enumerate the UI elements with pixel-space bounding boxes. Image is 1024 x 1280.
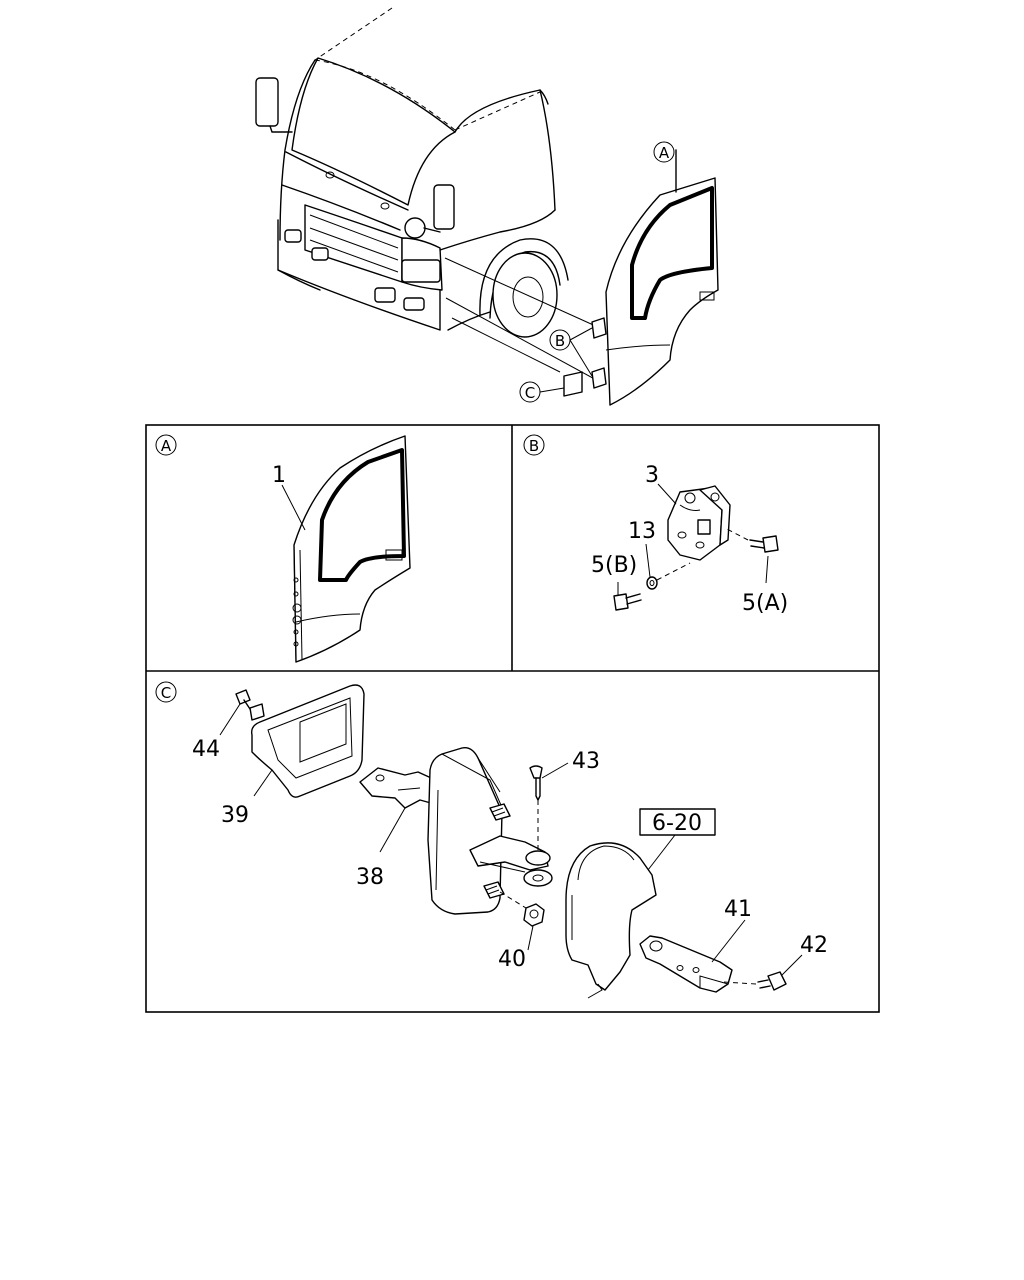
part-label-41: 41 [724, 897, 752, 922]
panel-c-label: C [161, 684, 171, 702]
overview-callout-a: A [653, 141, 675, 163]
panel-a-door: A 1 [155, 434, 411, 663]
callout-label: B [555, 332, 565, 350]
door-overview [563, 149, 719, 406]
part-label-40: 40 [498, 947, 526, 972]
part-label-43: 43 [572, 749, 600, 774]
part-label-3: 3 [645, 463, 659, 488]
part-label-38: 38 [356, 865, 384, 890]
ref-label-6-20: 6-20 [652, 811, 702, 836]
part-label-5a: 5(A) [742, 591, 788, 616]
panel-b-hinge: B 3 13 5(B) 5(A) [523, 434, 788, 616]
truck-cab-overview [255, 7, 601, 383]
part-label-42: 42 [800, 933, 828, 958]
detail-frame [145, 424, 880, 1013]
part-label-1: 1 [272, 463, 286, 488]
part-label-39: 39 [221, 803, 249, 828]
part-label-5b: 5(B) [591, 553, 637, 578]
panel-c-checker: C [155, 681, 828, 999]
part-label-44: 44 [192, 737, 220, 762]
callout-label: C [525, 384, 535, 402]
callout-label: A [659, 144, 670, 162]
part-label-13: 13 [628, 519, 656, 544]
overview-callout-b: B [549, 327, 593, 377]
panel-b-label: B [529, 437, 539, 455]
panel-a-label: A [161, 437, 172, 455]
overview-callout-c: C [519, 381, 565, 403]
